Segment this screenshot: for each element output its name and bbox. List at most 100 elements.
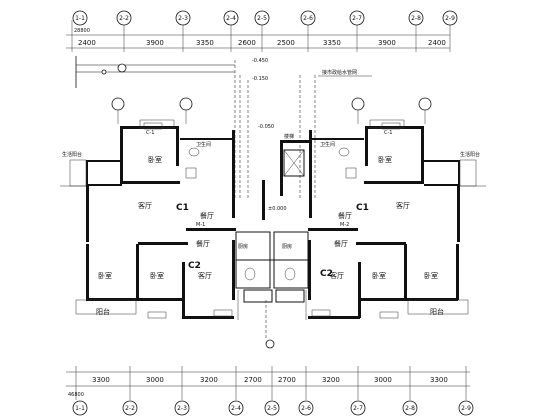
axis-bubble: 2-4 (228, 400, 244, 416)
room-dining: 餐厅 (338, 211, 352, 220)
room-balcony: 阳台 (430, 307, 444, 316)
room-bedroom: 卧室 (372, 271, 386, 280)
bottom-dimension-chain: 3300 3000 3200 2700 2700 3200 3000 3300 … (66, 366, 470, 400)
room-living-balcony: 生活阳台 (460, 151, 480, 158)
axis-bubble: 2-8 (402, 400, 418, 416)
axis-bubble: 2-2 (116, 10, 132, 26)
elev-note-3: ±0.000 (268, 206, 287, 212)
dim-top-3: 3350 (196, 39, 214, 47)
room-bedroom: 卧室 (378, 155, 392, 164)
svg-text:2-6: 2-6 (301, 405, 311, 412)
unit-c2-right: C2 (320, 269, 333, 279)
dim-top-5: 2500 (277, 39, 295, 47)
room-living: 客厅 (396, 201, 410, 210)
room-bedroom: 卧室 (424, 271, 438, 280)
room-kitchen: 厨房 (238, 243, 248, 250)
dim-top-2: 3900 (146, 39, 164, 47)
room-bedroom: 卧室 (150, 271, 164, 280)
svg-text:2-3: 2-3 (178, 15, 188, 22)
axis-bubble: 2-9 (442, 10, 458, 26)
unit-labels: C1 C1 C2 C2 (176, 203, 369, 279)
axis-bubble: 2-6 (300, 10, 316, 26)
svg-text:2-5: 2-5 (267, 405, 277, 412)
room-dining: 餐厅 (334, 239, 348, 248)
axis-bubble: 2-6 (298, 400, 314, 416)
room-living: 客厅 (330, 271, 344, 280)
elev-note-1: -0.450 (252, 58, 268, 64)
room-bedroom: 卧室 (148, 155, 162, 164)
dim-bottom-4: 2700 (244, 376, 262, 384)
dim-bottom-8: 3300 (430, 376, 448, 384)
room-toilet: 卫生间 (196, 141, 211, 148)
svg-text:2-3: 2-3 (177, 405, 187, 412)
svg-text:2-2: 2-2 (125, 405, 135, 412)
dim-bottom-7: 3000 (374, 376, 392, 384)
axis-bubble: 2-3 (175, 10, 191, 26)
dim-top-7: 3900 (378, 39, 396, 47)
svg-text:1-1: 1-1 (75, 405, 85, 412)
unit-c2-left: C2 (188, 261, 201, 271)
dim-top-8: 2400 (428, 39, 446, 47)
room-living-balcony: 生活阳台 (62, 151, 82, 158)
dim-top-4: 2600 (238, 39, 256, 47)
axis-bubble: 1-1 (72, 400, 88, 416)
dim-top-6: 3350 (323, 39, 341, 47)
pipe-note: 接市政给水管网 (322, 69, 357, 76)
room-stair: 楼梯 (284, 133, 294, 140)
room-toilet: 卫生间 (320, 141, 335, 148)
svg-text:2-4: 2-4 (226, 15, 236, 22)
window-label: C-1 (146, 130, 154, 136)
room-dining: 餐厅 (200, 211, 214, 220)
top-axis-bubbles: 1-1 2-2 2-3 2-4 2-5 2-6 2-7 2-8 2-9 (72, 10, 458, 26)
svg-text:2-9: 2-9 (461, 405, 471, 412)
axis-bubble: 2-4 (223, 10, 239, 26)
room-kitchen: 厨房 (282, 243, 292, 250)
svg-text:1-1: 1-1 (75, 15, 85, 22)
svg-text:2-8: 2-8 (411, 15, 421, 22)
dim-bottom-2: 3000 (146, 376, 164, 384)
room-dining: 餐厅 (196, 239, 210, 248)
svg-text:2-7: 2-7 (352, 15, 362, 22)
dim-top-1: 2400 (78, 39, 96, 47)
axis-bubble: 1-1 (72, 10, 88, 26)
svg-text:2-9: 2-9 (445, 15, 455, 22)
room-living: 客厅 (138, 201, 152, 210)
axis-bubble: 2-7 (349, 10, 365, 26)
window-label: C-1 (384, 130, 392, 136)
walls (86, 126, 460, 319)
dim-bottom-3: 3200 (200, 376, 218, 384)
dim-bottom-5: 2700 (278, 376, 296, 384)
dim-bottom-6: 3200 (322, 376, 340, 384)
balcony-railings (60, 119, 486, 315)
dim-bottom-1: 3300 (92, 376, 110, 384)
axis-bubble: 2-2 (122, 400, 138, 416)
overall-top: 28800 (74, 28, 90, 34)
axis-bubble: 2-8 (408, 10, 424, 26)
axis-bubble: 2-5 (264, 400, 280, 416)
utility-notes: -0.450 -0.150 接市政给水管网 -0.050 ±0.000 (75, 56, 372, 212)
svg-text:2-4: 2-4 (231, 405, 241, 412)
axis-bubble: 2-3 (174, 400, 190, 416)
unit-c1-left: C1 (176, 203, 189, 213)
room-balcony: 阳台 (96, 307, 110, 316)
svg-text:2-6: 2-6 (303, 15, 313, 22)
svg-text:2-5: 2-5 (257, 15, 267, 22)
room-bedroom: 卧室 (98, 271, 112, 280)
unit-c1-right: C1 (356, 203, 369, 213)
fixtures (185, 147, 357, 281)
bottom-axis-bubbles: 1-1 2-2 2-3 2-4 2-5 2-6 2-7 2-8 2-9 (72, 400, 474, 416)
door-label: M-2 (340, 222, 349, 228)
axis-bubble: 2-7 (350, 400, 366, 416)
balcony-markers (111, 97, 432, 124)
svg-text:2-2: 2-2 (119, 15, 129, 22)
room-labels: 卧室 卧室 客厅 客厅 餐厅 餐厅 餐厅 餐厅 客厅 客厅 卧室 卧室 卧室 卧… (62, 133, 480, 316)
overall-bottom: 46800 (68, 392, 84, 398)
bottom-markers (237, 290, 307, 349)
windows: C-1 C-1 (143, 122, 401, 319)
room-living: 客厅 (198, 271, 212, 280)
axis-bubble: 2-5 (254, 10, 270, 26)
elev-note-2: -0.150 (252, 76, 268, 82)
svg-text:2-8: 2-8 (405, 405, 415, 412)
elev-note-4: -0.050 (258, 124, 274, 130)
